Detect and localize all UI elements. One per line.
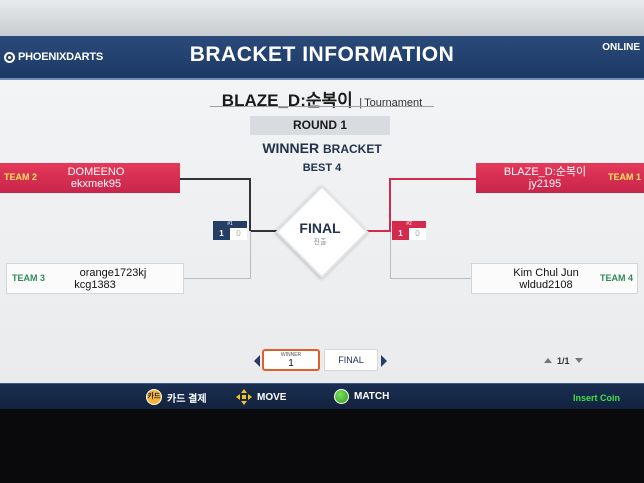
score-box-match-1: #1 1 0 bbox=[213, 221, 247, 241]
page-down-icon[interactable] bbox=[574, 358, 583, 363]
team-card-right-bottom[interactable]: TEAM 4 Kim Chul Jun wldud2108 bbox=[471, 263, 638, 294]
match-subtitle: BLAZE_D:순복이 |Tournament bbox=[0, 86, 644, 111]
final-sublabel: 진출 bbox=[313, 239, 327, 246]
nav-right-arrow-icon[interactable] bbox=[381, 355, 387, 367]
bracket-line bbox=[390, 231, 391, 279]
page-indicator: 1/1 bbox=[557, 356, 570, 366]
phoenixdarts-logo: PHOENIXDARTS bbox=[4, 51, 103, 63]
team-label: TEAM 2 bbox=[4, 172, 38, 182]
move-label: MOVE bbox=[257, 391, 287, 403]
match-label: MATCH bbox=[354, 391, 390, 402]
logo-text: PHOENIXDARTS bbox=[18, 51, 103, 63]
final-label: FINAL bbox=[299, 220, 341, 236]
bracket-name: WINNER BRACKET bbox=[0, 140, 644, 156]
page-up-icon[interactable] bbox=[544, 358, 552, 363]
match-hint[interactable]: MATCH bbox=[334, 389, 389, 404]
score-b: 0 bbox=[230, 228, 247, 240]
bracket-line bbox=[180, 178, 251, 180]
round-label: ROUND 1 bbox=[250, 116, 390, 135]
card-payment-label: 카드 결제 bbox=[167, 393, 207, 405]
best-label: BEST 4 bbox=[302, 162, 342, 174]
move-arrows-icon bbox=[236, 389, 252, 405]
machine-bezel-top bbox=[0, 0, 644, 36]
bracket-line bbox=[251, 230, 291, 232]
team-label: TEAM 3 bbox=[12, 273, 46, 283]
insert-coin-text: Insert Coin bbox=[572, 393, 620, 403]
score-a: 1 bbox=[213, 228, 230, 240]
team-player-1: BLAZE_D:순복이 bbox=[503, 166, 587, 178]
bracket-line bbox=[184, 278, 251, 279]
subtitle-divider bbox=[210, 106, 434, 107]
winner-button-value: 1 bbox=[288, 358, 294, 369]
machine-bezel-bottom bbox=[0, 409, 644, 483]
team-card-left-bottom[interactable]: TEAM 3 orange1723kj kcg1383 bbox=[6, 263, 184, 294]
nav-left-arrow-icon[interactable] bbox=[254, 355, 260, 367]
score-b: 0 bbox=[409, 228, 426, 240]
team-player-2: wldud2108 bbox=[519, 279, 573, 291]
team-player-1: Kim Chul Jun bbox=[513, 267, 579, 279]
page-title: BRACKET INFORMATION bbox=[189, 43, 455, 66]
score-a: 1 bbox=[392, 228, 409, 240]
phoenix-logo-icon bbox=[4, 51, 15, 63]
header-bar: PHOENIXDARTS BRACKET INFORMATION ONLINE bbox=[0, 36, 644, 80]
move-hint: MOVE bbox=[236, 389, 286, 405]
team-player-2: ekxmek95 bbox=[70, 178, 122, 190]
team-player-2: jy2195 bbox=[528, 178, 562, 190]
winner-button-label: WINNER bbox=[280, 352, 302, 358]
bracket-screen: PHOENIXDARTS BRACKET INFORMATION ONLINE … bbox=[0, 36, 644, 383]
match-tag: #2 bbox=[392, 221, 426, 228]
team-player-2: kcg1383 bbox=[74, 279, 116, 291]
card-payment-icon: 카드 bbox=[146, 389, 162, 405]
team-card-left-top[interactable]: TEAM 2 DOMEENO ekxmek95 bbox=[0, 163, 180, 193]
team-player-1: orange1723kj bbox=[79, 267, 147, 279]
team-player-1: DOMEENO bbox=[67, 166, 125, 178]
final-round-button[interactable]: FINAL bbox=[324, 349, 378, 371]
team-label: TEAM 1 bbox=[607, 172, 641, 182]
team-card-right-top[interactable]: TEAM 1 BLAZE_D:순복이 jy2195 bbox=[476, 163, 644, 193]
player-name: BLAZE_D:순복이 bbox=[221, 91, 353, 110]
green-button-icon bbox=[334, 389, 349, 404]
team-label: TEAM 4 bbox=[599, 273, 633, 283]
online-status: ONLINE bbox=[602, 42, 640, 53]
card-payment-hint[interactable]: 카드 카드 결제 bbox=[146, 389, 207, 405]
bracket-main: WINNER bbox=[262, 140, 320, 156]
mode-separator: | bbox=[359, 97, 363, 109]
bracket-line bbox=[249, 178, 251, 231]
pagination: 1/1 bbox=[544, 356, 583, 366]
winner-round-button[interactable]: WINNER 1 bbox=[262, 349, 320, 371]
match-tag: #1 bbox=[213, 221, 247, 228]
bracket-line bbox=[351, 230, 391, 232]
mode-label: Tournament bbox=[364, 97, 423, 109]
bracket-suffix: BRACKET bbox=[323, 142, 382, 156]
bracket-line bbox=[389, 178, 477, 180]
bracket-line bbox=[250, 231, 251, 279]
footer-bar: 카드 카드 결제 MOVE MATCH Insert Coin bbox=[0, 383, 644, 410]
bracket-line bbox=[389, 178, 391, 231]
score-box-match-2: #2 1 0 bbox=[392, 221, 426, 241]
bracket-line bbox=[390, 278, 471, 279]
